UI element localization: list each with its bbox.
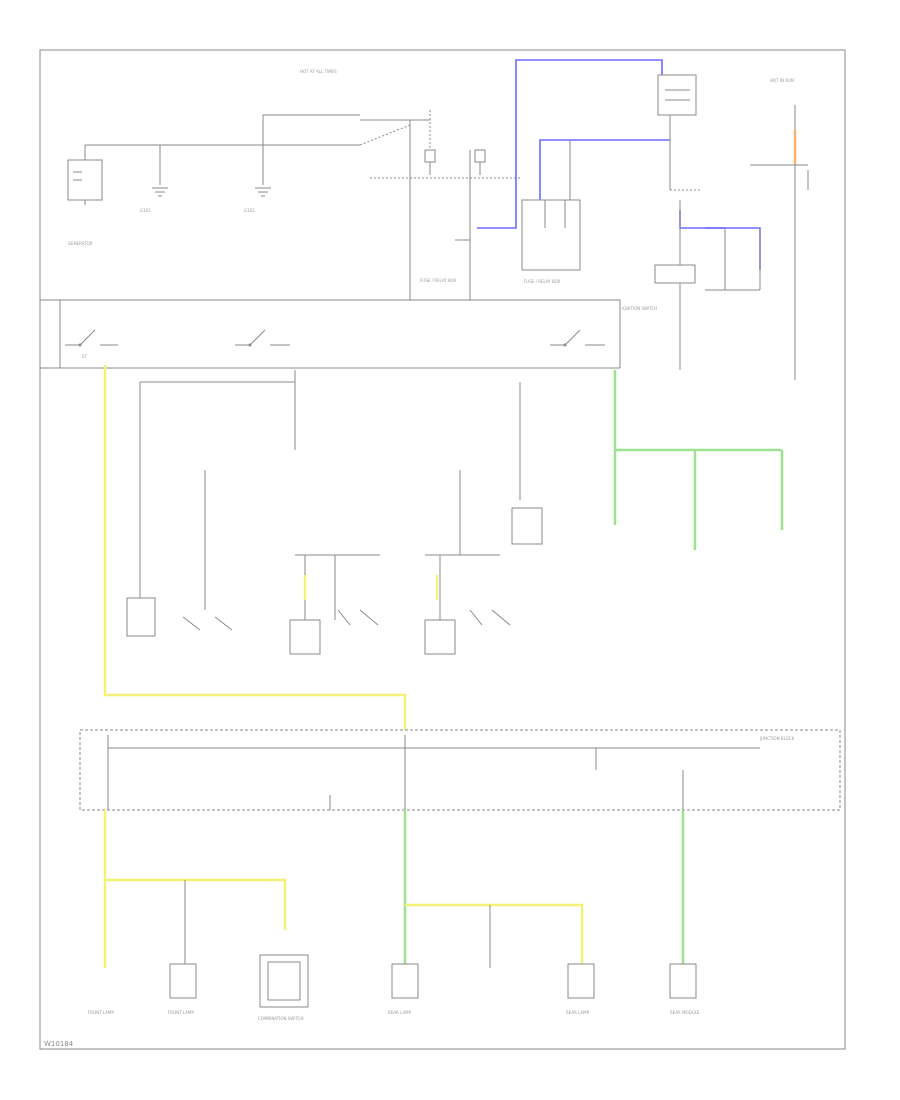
- relay-blue-wires: [477, 59, 761, 270]
- svg-text:REAR LAMP: REAR LAMP: [388, 1010, 412, 1015]
- generator-label: GENERATOR: [68, 241, 93, 246]
- ignition-switch-band: IGNITION SWITCH ST: [40, 299, 657, 369]
- combination-switch: COMBINATION SWITCH: [258, 954, 309, 1021]
- svg-text:FRONT LAMP: FRONT LAMP: [88, 1010, 114, 1015]
- front-lamp-right: FRONT LAMP: [88, 1010, 114, 1015]
- top-center-label: HOT AT ALL TIMES: [300, 69, 337, 74]
- diagram-frame: [39, 49, 846, 1050]
- svg-text:REAR MODULE: REAR MODULE: [670, 1010, 700, 1015]
- rear-module: REAR MODULE: [669, 963, 700, 1015]
- right-relay-block: [654, 200, 761, 370]
- front-lamp-left: FRONT LAMP: [168, 963, 197, 1015]
- svg-text:FUSE / RELAY BOX: FUSE / RELAY BOX: [420, 278, 457, 283]
- svg-text:FRONT LAMP: FRONT LAMP: [168, 1010, 194, 1015]
- svg-text:COMBINATION SWITCH: COMBINATION SWITCH: [258, 1016, 303, 1021]
- top-ground-1: G101: [140, 145, 168, 213]
- rear-lamp-right: REAR LAMP: [566, 963, 595, 1015]
- top-power-wire-dashed: [359, 124, 411, 146]
- yellow-feed: [103, 365, 407, 730]
- svg-text:HOT IN RUN: HOT IN RUN: [770, 78, 794, 83]
- svg-text:ST: ST: [82, 354, 88, 359]
- svg-text:G102: G102: [244, 208, 255, 213]
- junction-block: JUNCTION BLOCK: [79, 729, 841, 811]
- relay-row-mid: [126, 470, 543, 655]
- svg-text:JUNCTION BLOCK: JUNCTION BLOCK: [759, 736, 795, 741]
- svg-text:REAR LAMP: REAR LAMP: [566, 1010, 590, 1015]
- generator: GENERATOR: [67, 145, 103, 246]
- bottom-lamp-wires: [103, 810, 685, 968]
- svg-text:IGNITION SWITCH: IGNITION SWITCH: [622, 306, 657, 311]
- svg-text:G101: G101: [140, 208, 151, 213]
- control-unit-top: FUSE / RELAY BOX: [521, 140, 581, 284]
- fuse-cluster-center: FUSE / RELAY BOX: [420, 149, 486, 300]
- top-ground-2: G102: [244, 115, 271, 213]
- green-network: [613, 370, 784, 550]
- orange-feed: HOT IN RUN: [770, 78, 809, 380]
- svg-text:FUSE / RELAY BOX: FUSE / RELAY BOX: [524, 279, 561, 284]
- rear-lamp-left: REAR LAMP: [388, 963, 419, 1015]
- diagram-code: W10184: [44, 1040, 74, 1048]
- relay-upper-right: [657, 74, 700, 191]
